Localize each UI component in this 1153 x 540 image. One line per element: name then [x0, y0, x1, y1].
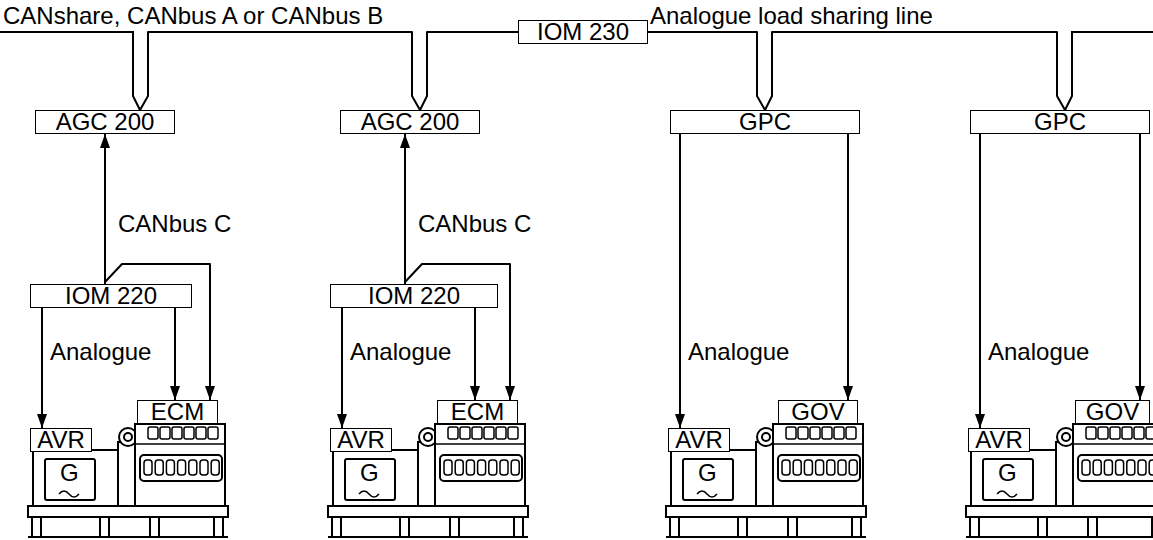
signal-label: CANbus C: [418, 212, 531, 236]
device-box: AVR: [668, 428, 730, 452]
device-box: AGC 200: [35, 110, 175, 134]
signal-connector: [474, 308, 476, 400]
signal-connector: [847, 134, 849, 400]
genset-drawing: [328, 424, 528, 537]
signal-label: Analogue: [350, 340, 451, 364]
device-name: AVR: [337, 429, 385, 451]
signal-label: Analogue: [988, 340, 1089, 364]
device-name: ECM: [144, 401, 211, 423]
device-name: GOV: [785, 401, 851, 423]
signal-connector: [979, 134, 981, 428]
device-box: GPC: [970, 110, 1150, 134]
genset-drawing: [28, 424, 228, 537]
device-box: GPC: [670, 110, 860, 134]
signal-connector: [404, 134, 406, 284]
device-box: AVR: [330, 428, 392, 452]
generator-letter: G: [360, 461, 379, 485]
generator-letter: G: [998, 461, 1017, 485]
device-box: IOM 230: [518, 20, 648, 44]
signal-connector: [648, 32, 765, 110]
device-name: AVR: [37, 429, 85, 451]
device-name: GPC: [677, 111, 853, 133]
device-box: AVR: [30, 428, 92, 452]
bus-line: [1065, 32, 1153, 110]
device-name: IOM 220: [337, 285, 491, 307]
genset-drawing: [666, 424, 866, 537]
signal-connector: [679, 134, 681, 428]
device-box: IOM 220: [30, 284, 192, 308]
signal-label: Analogue: [688, 340, 789, 364]
device-name: AGC 200: [42, 111, 168, 133]
device-box: ECM: [137, 400, 218, 424]
device-name: GPC: [977, 111, 1143, 133]
device-name: AVR: [975, 429, 1023, 451]
signal-label: CANbus C: [118, 212, 231, 236]
genset-drawing: [966, 424, 1153, 537]
device-name: IOM 230: [525, 21, 641, 43]
device-name: GOV: [1082, 401, 1143, 423]
signal-connector: [104, 134, 106, 284]
device-box: AVR: [968, 428, 1030, 452]
signal-connector: [1139, 134, 1141, 400]
device-box: ECM: [437, 400, 518, 424]
signal-connector: [420, 32, 518, 110]
device-name: ECM: [444, 401, 511, 423]
signal-connector: [174, 308, 176, 400]
signal-connector: [140, 32, 420, 110]
signal-connector: [765, 32, 1065, 110]
bus-label: Analogue load sharing line: [650, 4, 933, 28]
device-name: AVR: [675, 429, 723, 451]
generator-letter: G: [60, 461, 79, 485]
device-box: GOV: [778, 400, 858, 424]
signal-connector: [41, 308, 43, 428]
device-name: IOM 220: [37, 285, 185, 307]
device-name: AGC 200: [347, 111, 473, 133]
bus-line: [0, 32, 140, 110]
device-box: IOM 220: [330, 284, 498, 308]
device-box: GOV: [1075, 400, 1150, 424]
bus-label: CANshare, CANbus A or CANbus B: [3, 4, 383, 28]
signal-label: Analogue: [50, 340, 151, 364]
device-box: AGC 200: [340, 110, 480, 134]
generator-letter: G: [698, 461, 717, 485]
signal-connector: [341, 308, 343, 428]
